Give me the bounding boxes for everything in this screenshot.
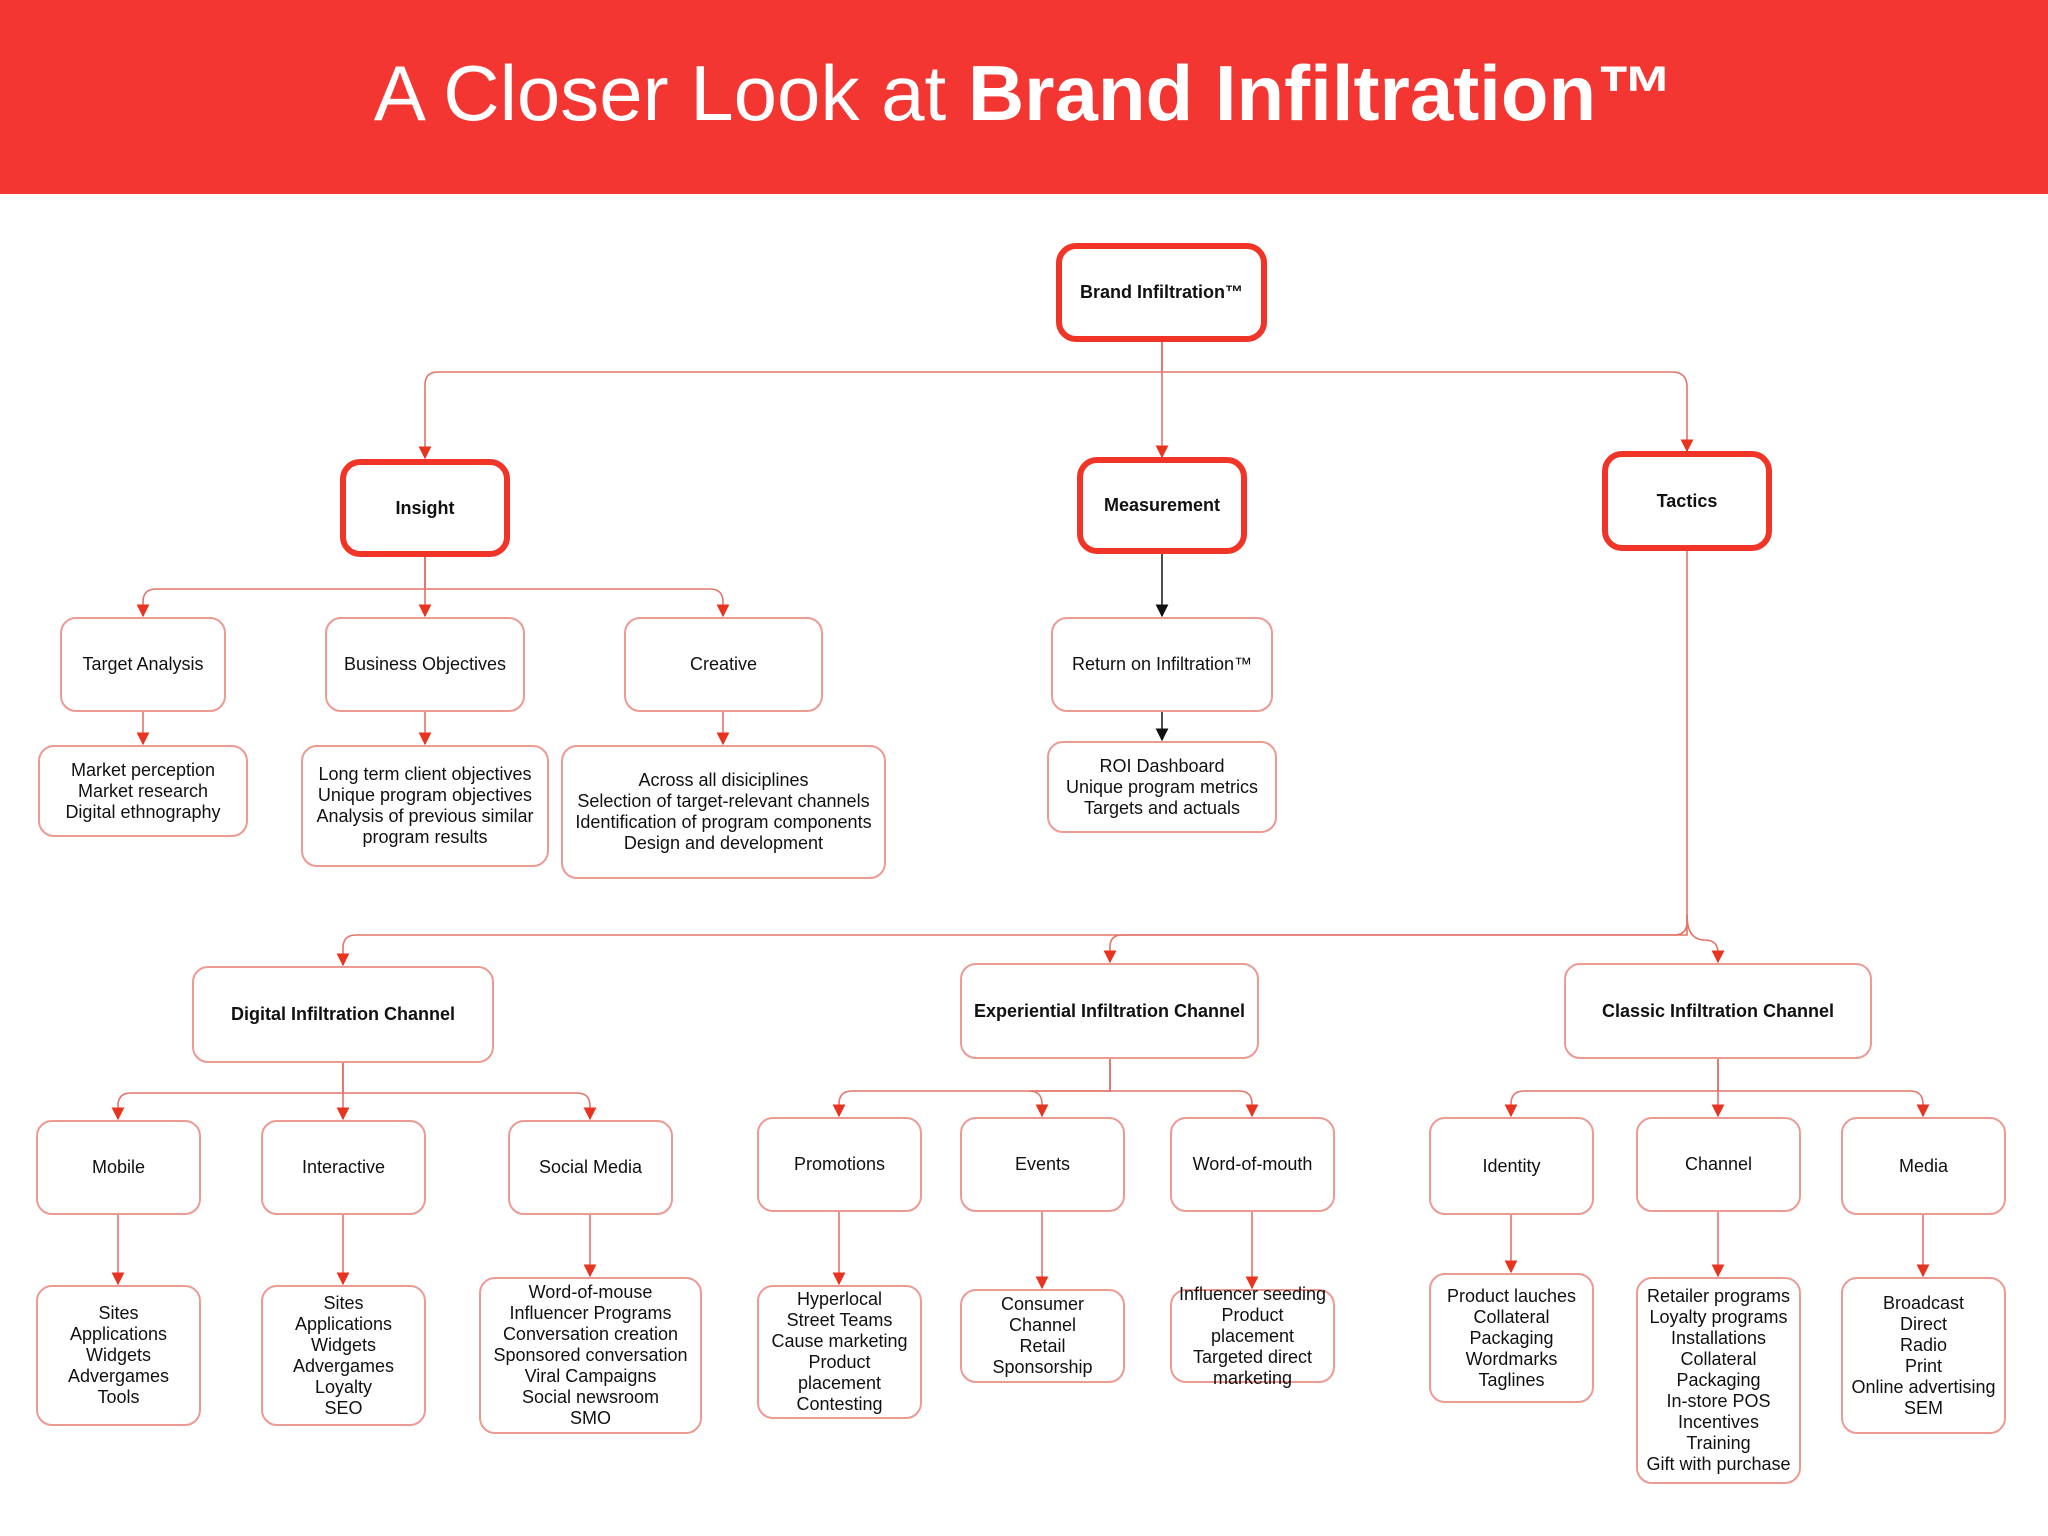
title-light: A Closer Look at: [373, 49, 968, 137]
node-mobile: Mobile: [36, 1120, 201, 1215]
node-creative-details: Across all disiciplines Selection of tar…: [561, 745, 886, 879]
node-interactive-details: Sites Applications Widgets Advergames Lo…: [261, 1285, 426, 1426]
page-title: A Closer Look at Brand Infiltration™: [0, 0, 2048, 186]
title-banner: A Closer Look at Brand Infiltration™: [0, 0, 2048, 194]
node-digital-channel: Digital Infiltration Channel: [192, 966, 494, 1063]
node-business-objectives-details: Long term client objectives Unique progr…: [301, 745, 549, 867]
node-word-of-mouth: Word-of-mouth: [1170, 1117, 1335, 1212]
node-events: Events: [960, 1117, 1125, 1212]
node-social-media: Social Media: [508, 1120, 673, 1215]
node-brand-infiltration: Brand Infiltration™: [1056, 243, 1267, 342]
node-channel-details: Retailer programs Loyalty programs Insta…: [1636, 1277, 1801, 1484]
node-tactics: Tactics: [1602, 451, 1772, 551]
node-insight: Insight: [340, 459, 510, 557]
node-target-analysis: Target Analysis: [60, 617, 226, 712]
node-target-analysis-details: Market perception Market research Digita…: [38, 745, 248, 837]
node-measurement: Measurement: [1077, 457, 1247, 554]
node-events-details: Consumer Channel Retail Sponsorship: [960, 1289, 1125, 1383]
node-roi-details: ROI Dashboard Unique program metrics Tar…: [1047, 741, 1277, 833]
node-business-objectives: Business Objectives: [325, 617, 525, 712]
node-word-of-mouth-details: Influencer seeding Product placement Tar…: [1170, 1284, 1335, 1388]
node-social-media-details: Word-of-mouse Influencer Programs Conver…: [479, 1277, 702, 1434]
node-mobile-details: Sites Applications Widgets Advergames To…: [36, 1285, 201, 1426]
node-promotions-details: Hyperlocal Street Teams Cause marketing …: [757, 1285, 922, 1419]
node-media: Media: [1841, 1117, 2006, 1215]
node-classic-channel: Classic Infiltration Channel: [1564, 963, 1872, 1059]
node-identity-details: Product lauches Collateral Packaging Wor…: [1429, 1273, 1594, 1403]
node-experiential-channel: Experiential Infiltration Channel: [960, 963, 1259, 1059]
node-return-on-infiltration: Return on Infiltration™: [1051, 617, 1273, 712]
title-bold: Brand Infiltration™: [967, 49, 1675, 137]
node-media-details: Broadcast Direct Radio Print Online adve…: [1841, 1277, 2006, 1434]
node-channel: Channel: [1636, 1117, 1801, 1212]
node-creative: Creative: [624, 617, 823, 712]
node-promotions: Promotions: [757, 1117, 922, 1212]
node-interactive: Interactive: [261, 1120, 426, 1215]
node-identity: Identity: [1429, 1117, 1594, 1215]
